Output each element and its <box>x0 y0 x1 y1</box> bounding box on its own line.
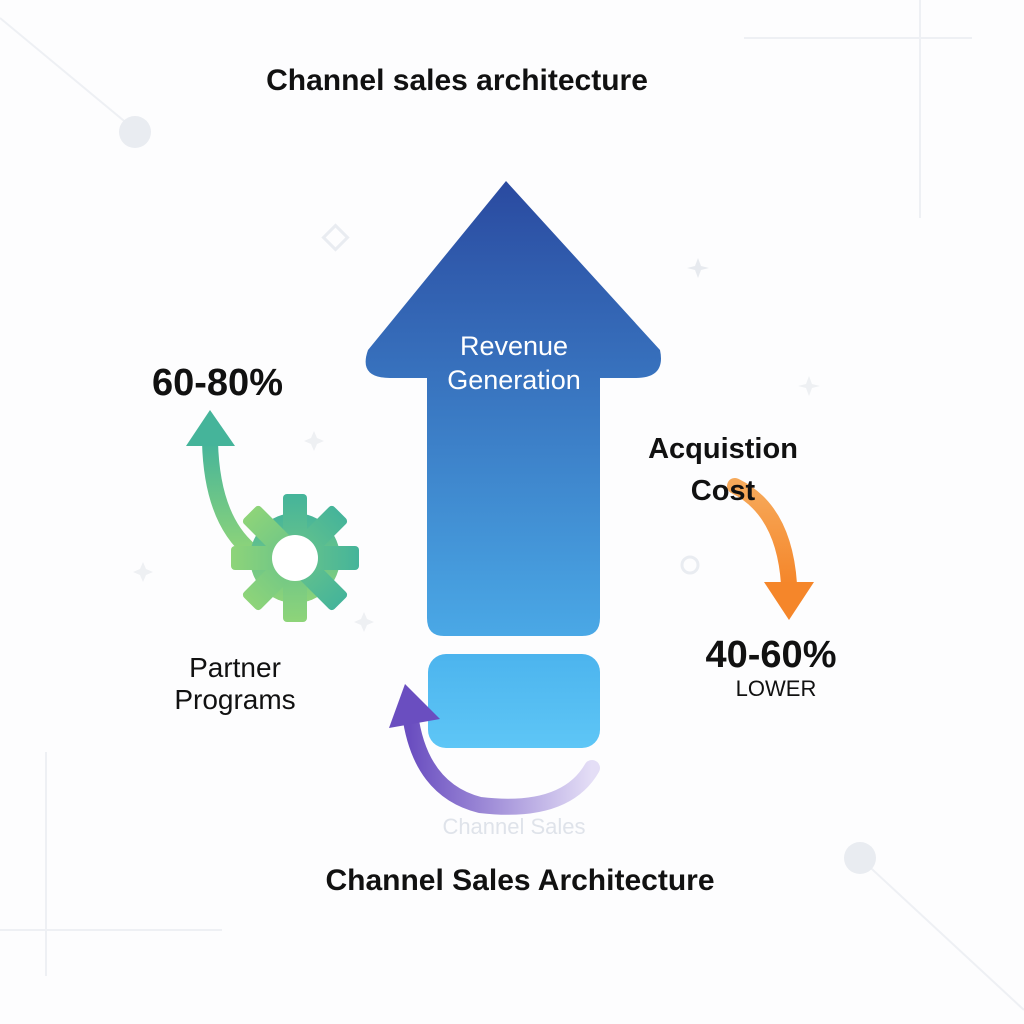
diagram-footer-title: Channel Sales Architecture <box>325 864 715 897</box>
channel-sales-label: Channel Sales <box>442 814 586 839</box>
decor-ring <box>680 555 700 575</box>
purple-arrowhead <box>389 684 440 728</box>
partner-programs-label: Partner Programs <box>150 652 320 716</box>
channel-sales-curve-arrow <box>402 706 600 815</box>
decor-diamond <box>321 223 350 252</box>
decor-dot <box>844 842 876 874</box>
gear-icon <box>231 494 359 622</box>
revenue-label-line2: Generation <box>447 364 581 395</box>
acquisition-cost-qualifier: LOWER <box>735 676 817 701</box>
revenue-arrow <box>365 181 661 636</box>
decor-sparkle <box>798 376 820 396</box>
partner-curve-arrow <box>202 434 260 560</box>
decor-sparkle <box>304 431 324 451</box>
partner-label-line2: Programs <box>174 684 296 716</box>
decor-sparkle <box>354 612 374 632</box>
acquisition-cost-stat: 40-60% <box>705 634 837 676</box>
acquisition-curve-arrow <box>727 478 797 592</box>
orange-arrowhead <box>764 582 814 620</box>
acquisition-label-line1: Acquistion <box>648 433 798 465</box>
diagram-title: Channel sales architecture <box>266 64 648 97</box>
partner-label-line1: Partner <box>189 652 281 683</box>
revenue-label-line1: Revenue <box>459 331 569 361</box>
acquisition-cost-label: Acquistion Cost <box>628 428 818 512</box>
partner-programs-stat: 60-80% <box>152 362 283 404</box>
revenue-generation-label: Revenue Generation <box>414 330 614 398</box>
channel-sales-block <box>428 654 600 748</box>
green-arrowhead <box>186 410 235 446</box>
decor-sparkle <box>687 258 709 278</box>
decor-sparkle <box>133 562 153 582</box>
acquisition-label-line2: Cost <box>690 475 756 508</box>
decor-dot <box>119 116 151 148</box>
